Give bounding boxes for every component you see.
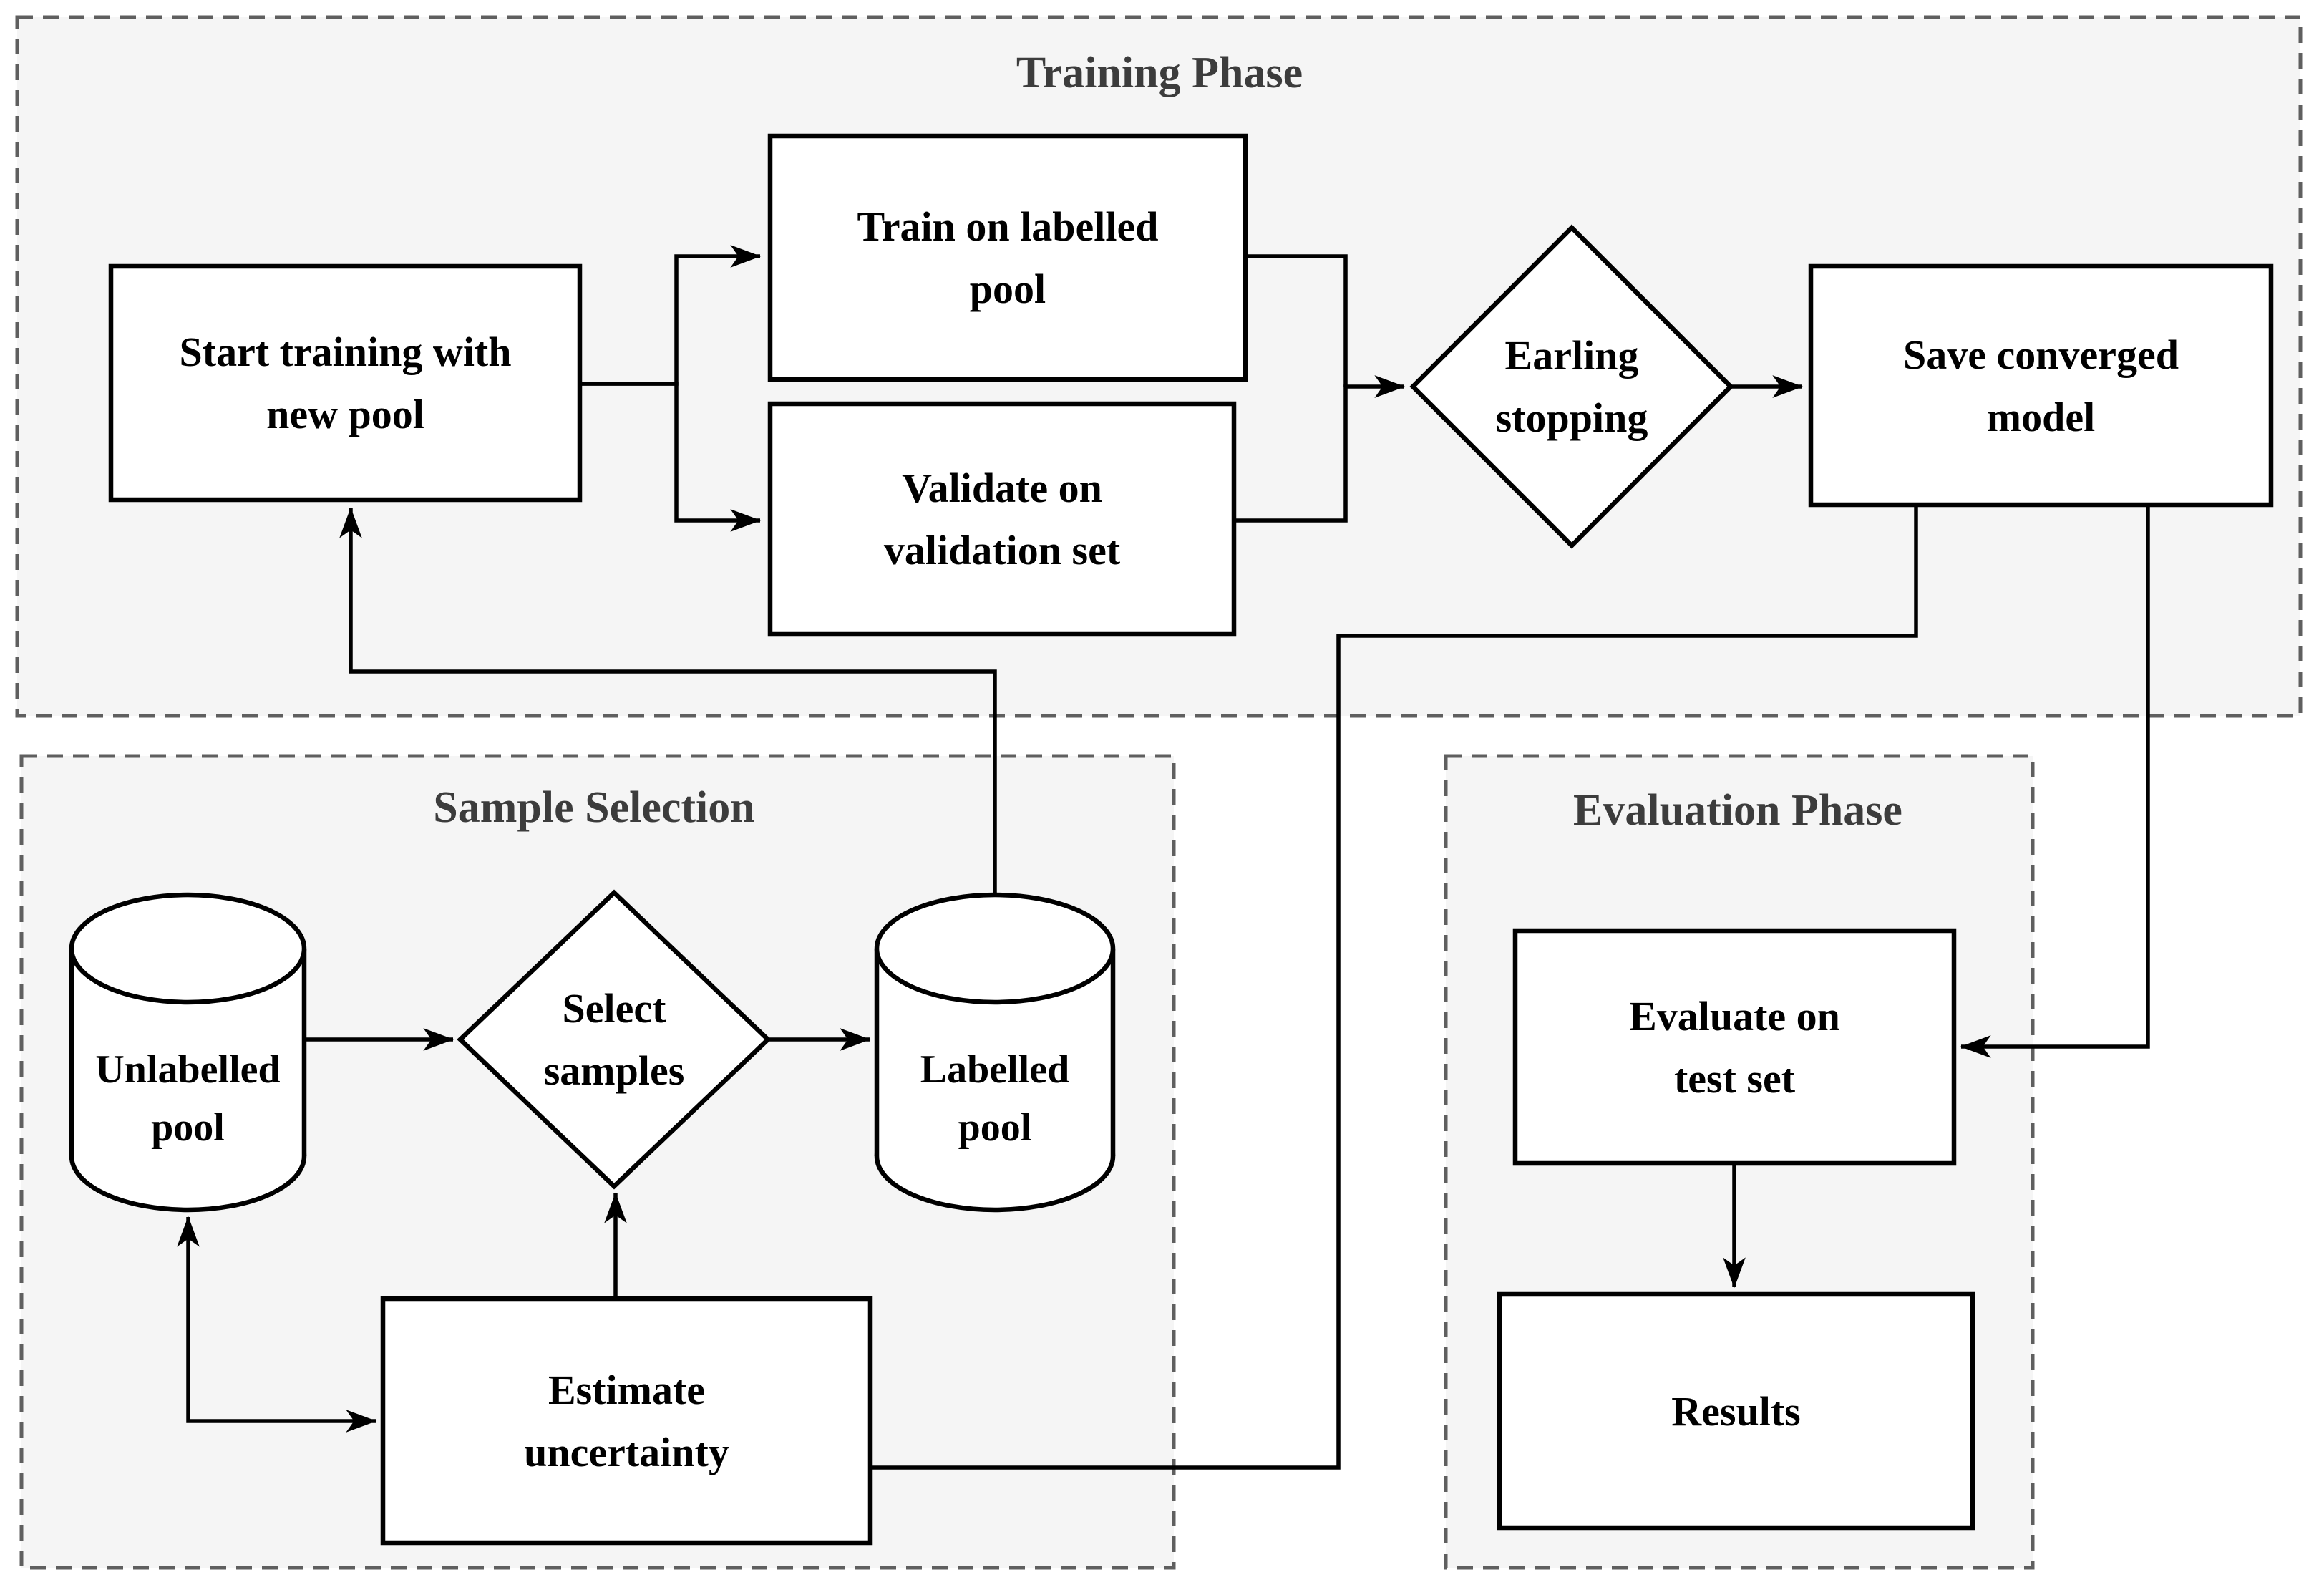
evaluate-test-label: Evaluate on test set [1629,992,1840,1102]
unlabelled-pool-label: Unlabelled pool [95,1047,281,1150]
validate-label: Validate on validation set [883,465,1121,573]
evaluation-phase-title: Evaluation Phase [1573,785,1902,835]
edge-labelled-to-start [339,507,997,895]
training-phase-title: Training Phase [1016,48,1303,97]
train-on-labelled-box [767,133,1248,382]
train-on-labelled-label: Train on labelled pool [857,203,1159,312]
save-converged-box [1808,263,2274,508]
select-samples-diamond [457,889,772,1190]
edge-validate-to-earlystop [1234,375,1406,523]
validate-box [767,401,1237,637]
estimate-uncertainty-label: Estimate uncertainty [524,1366,729,1475]
results-box [1497,1291,1975,1531]
labelled-pool-cylinder [874,892,1116,1213]
edge-start-to-validate [580,382,762,532]
labelled-pool-label: Labelled pool [920,1047,1070,1150]
early-stopping-label: Earling stopping [1495,332,1648,441]
results-label: Results [1671,1387,1801,1435]
start-training-label: Start training with new pool [179,329,512,437]
estimate-uncertainty-box [380,1296,873,1546]
sample-selection-title: Sample Selection [433,782,755,832]
edge-unlabelled-estimate [177,1216,377,1433]
start-training-box [108,263,583,503]
unlabelled-pool-cylinder [69,892,307,1213]
early-stopping-diamond [1409,224,1734,549]
evaluate-test-box [1512,928,1957,1166]
select-samples-label: Select samples [543,985,685,1094]
save-converged-label: Save converged model [1903,331,2179,440]
edge-train-to-earlystop [1245,254,1348,387]
edge-save-to-evaluate [1960,505,2150,1058]
